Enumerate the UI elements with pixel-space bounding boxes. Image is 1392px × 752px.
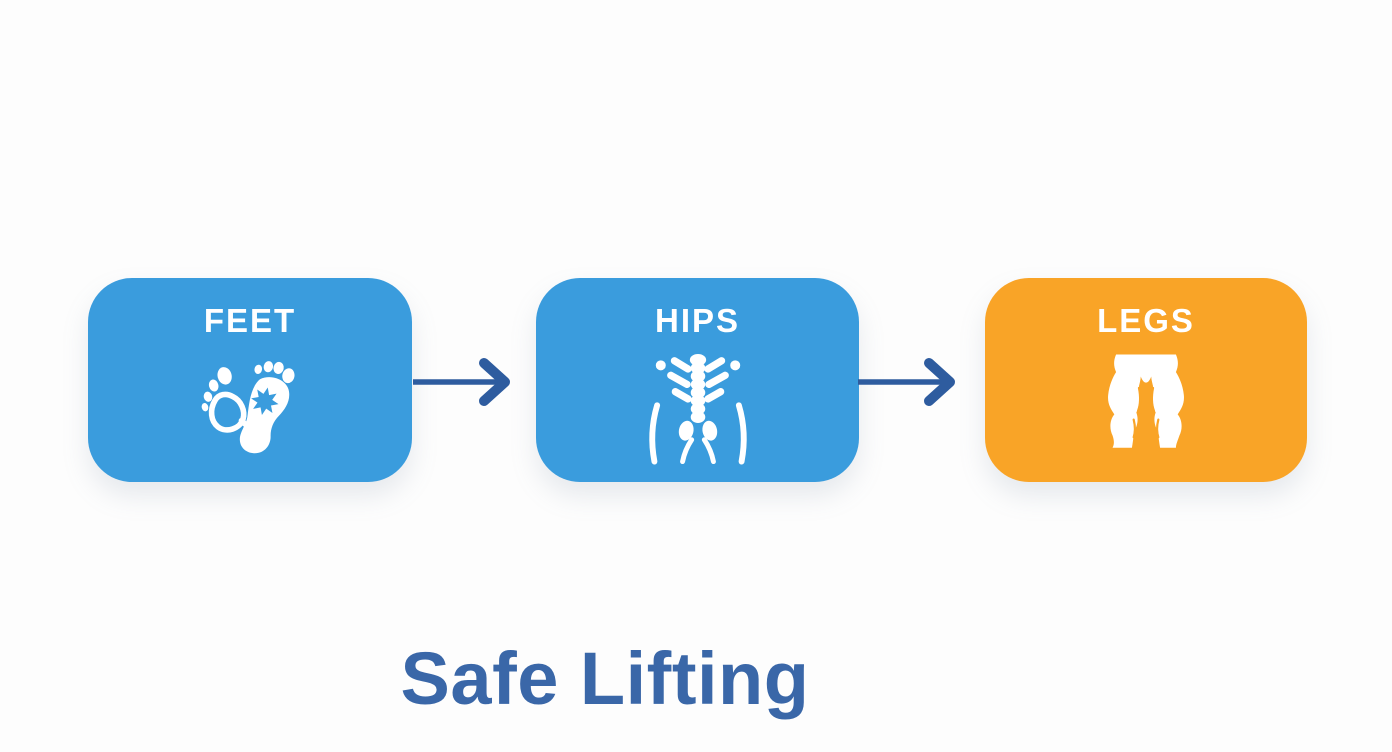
pelvis-bones-icon (639, 349, 757, 467)
right-arrow-icon (413, 358, 510, 406)
arrow-hips-to-legs (857, 352, 963, 412)
right-arrow-icon (858, 358, 955, 406)
step-box-hips: HIPS (536, 278, 859, 482)
step-box-feet: FEET (88, 278, 412, 482)
arrow-feet-to-hips (412, 352, 518, 412)
step-label-feet: FEET (203, 302, 297, 339)
footprints-icon (194, 349, 306, 461)
muscular-legs-icon (1102, 349, 1190, 455)
step-label-legs: LEGS (1097, 302, 1195, 339)
step-box-legs: LEGS (985, 278, 1307, 482)
page-title: Safe Lifting (400, 637, 810, 720)
step-label-hips: HIPS (654, 302, 741, 339)
